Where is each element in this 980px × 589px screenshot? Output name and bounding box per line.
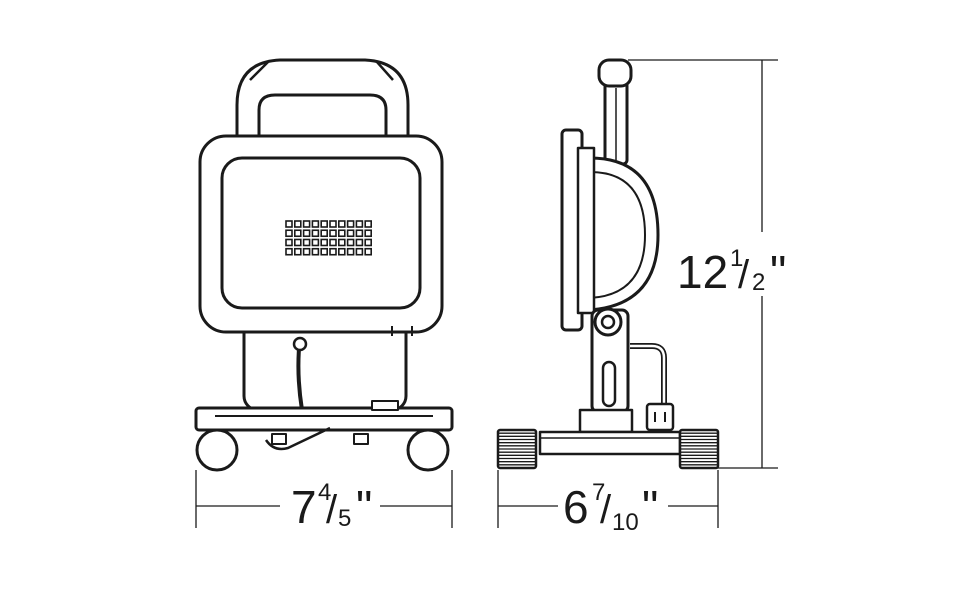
led-cell [285, 247, 293, 256]
led-cell [329, 238, 337, 247]
led-cell [346, 220, 355, 228]
dimension-lines [195, 59, 778, 528]
front-wheel-right [406, 428, 450, 472]
led-cell [302, 238, 311, 247]
led-cell [346, 247, 355, 256]
led-cell [364, 247, 373, 256]
front-width-dimension-label: 7 4 / 5 " [291, 479, 372, 533]
led-cell [302, 229, 311, 238]
led-cell [355, 238, 364, 247]
front-view [194, 58, 454, 472]
side-outlet [645, 402, 675, 432]
front-width-unit: " [356, 481, 372, 533]
side-feet [496, 428, 720, 470]
led-cell [293, 220, 302, 228]
side-handle [597, 58, 633, 166]
side-depth-denominator: 10 [612, 509, 639, 536]
led-cell [355, 247, 364, 256]
led-cell [329, 229, 337, 238]
side-depth-numerator: 7 [592, 479, 605, 506]
height-slash: / [738, 253, 750, 297]
led-cell [320, 238, 329, 247]
led-cell [293, 238, 302, 247]
led-cell [311, 220, 320, 228]
led-cell [364, 238, 373, 247]
side-base-beam [538, 430, 682, 456]
led-cell [337, 238, 346, 247]
front-handle [235, 58, 410, 142]
led-cell [364, 220, 373, 228]
side-cord [630, 343, 667, 404]
led-cell [285, 238, 293, 247]
side-depth-whole: 6 [563, 481, 589, 533]
led-cell [285, 220, 293, 228]
led-cell [337, 220, 346, 228]
led-cell [355, 229, 364, 238]
led-cell [329, 220, 337, 228]
led-cell [355, 220, 364, 228]
led-cell [337, 247, 346, 256]
led-cell [311, 238, 320, 247]
height-whole: 12 [677, 246, 728, 298]
front-wheel-left [195, 428, 239, 472]
side-depth-unit: " [642, 481, 658, 533]
led-cell [364, 229, 373, 238]
front-width-denominator: 5 [338, 505, 351, 532]
led-cell [346, 238, 355, 247]
height-numerator: 1 [730, 245, 743, 272]
height-denominator: 2 [752, 269, 765, 296]
side-depth-slash: / [600, 488, 612, 532]
front-width-numerator: 4 [318, 479, 331, 506]
led-cell [302, 220, 311, 228]
led-cell [285, 229, 293, 238]
led-cell [311, 229, 320, 238]
side-view [538, 58, 682, 456]
led-cell [293, 247, 302, 256]
led-cell [329, 247, 337, 256]
led-cell [320, 220, 329, 228]
led-cell [293, 229, 302, 238]
height-unit: " [770, 246, 786, 298]
height-dimension-label: 12 1 / 2 " [677, 245, 786, 298]
led-cell [311, 247, 320, 256]
front-width-whole: 7 [291, 481, 317, 533]
side-depth-dimension-label: 6 7 / 10 " [563, 479, 658, 536]
led-cell [337, 229, 346, 238]
led-cell [320, 229, 329, 238]
side-dome [588, 156, 660, 312]
led-cell [320, 247, 329, 256]
front-width-slash: / [326, 488, 338, 532]
front-base [194, 400, 454, 472]
led-cell [346, 229, 355, 238]
led-array [285, 220, 373, 256]
led-cell [302, 247, 311, 256]
